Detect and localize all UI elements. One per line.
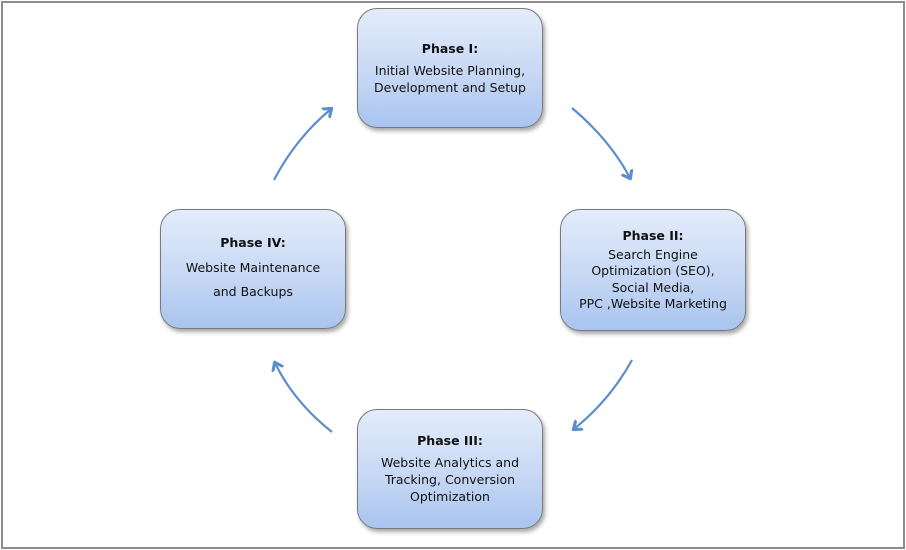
phase-2-description: Search Engine Optimization (SEO), Social… <box>579 246 727 312</box>
phase-3-box: Phase III: Website Analytics and Trackin… <box>357 409 543 529</box>
phase-2-title: Phase II: <box>622 227 684 243</box>
phase-1-description: Initial Website Planning, Development an… <box>374 62 526 95</box>
phase-4-box: Phase IV: Website Maintenance and Backup… <box>160 209 346 329</box>
phase-3-title: Phase III: <box>417 433 483 448</box>
phase-1-title: Phase I: <box>421 40 479 56</box>
phase-4-description: Website Maintenance and Backups <box>185 259 321 299</box>
phase-4-title: Phase IV: <box>220 234 286 250</box>
arrow-phase1-to-phase2 <box>571 107 630 178</box>
arrow-phase3-to-phase4 <box>275 363 333 433</box>
phase-2-box: Phase II: Search Engine Optimization (SE… <box>560 209 746 331</box>
phase-3-description: Website Analytics and Tracking, Conversi… <box>380 455 520 504</box>
arrow-phase2-to-phase3 <box>574 359 633 429</box>
arrow-phase4-to-phase1 <box>273 109 331 181</box>
phase-1-box: Phase I: Initial Website Planning, Devel… <box>357 8 543 128</box>
